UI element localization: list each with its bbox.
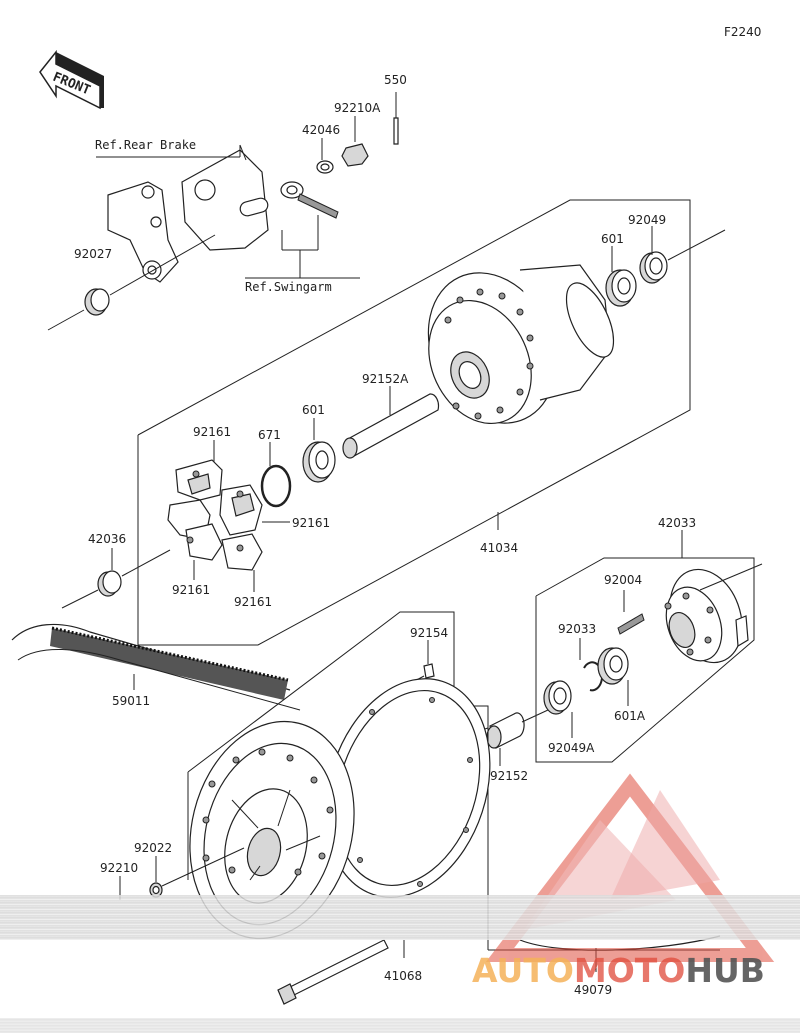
front-arrow-icon: FRONT <box>39 49 104 110</box>
pulley-plate <box>325 678 491 898</box>
part-label-92049: 92049 <box>628 213 666 227</box>
watermark-text: AUTOMOTOHUB <box>472 951 765 990</box>
rear-wheel <box>189 720 355 940</box>
part-label-92027: 92027 <box>74 247 112 261</box>
ref-bracket-lines <box>96 145 360 279</box>
part-label-92152A: 92152A <box>362 372 409 386</box>
part-label-42036: 42036 <box>88 532 126 546</box>
collar-92027 <box>47 234 216 331</box>
o-ring-671 <box>260 442 292 508</box>
spacer-92152A <box>342 386 440 459</box>
ref-rear-brake-label: Ref.Rear Brake <box>95 138 196 152</box>
watermark-part-auto: AUTO <box>472 951 574 990</box>
part-label-601A: 601A <box>614 709 646 723</box>
hub-panel <box>137 199 691 646</box>
scan-noise-band-bottom <box>0 1018 800 1033</box>
part-label-92210: 92210 <box>100 861 138 875</box>
seal-92049 <box>611 226 726 284</box>
part-label-671: 671 <box>258 428 281 442</box>
part-label-92022: 92022 <box>134 841 172 855</box>
adjuster-bolt-42046 <box>280 92 399 219</box>
sprocket-hub-panel <box>535 530 755 763</box>
part-label-92033: 92033 <box>558 622 596 636</box>
part-label-550: 550 <box>384 73 407 87</box>
seal-92049A <box>543 680 573 738</box>
part-label-92210A: 92210A <box>334 101 381 115</box>
scan-noise-band <box>0 895 800 940</box>
part-label-92049A: 92049A <box>548 741 595 755</box>
bearing-601-upper <box>605 269 637 307</box>
part-label-41034: 41034 <box>480 541 518 555</box>
dampers-92161 <box>167 440 290 592</box>
part-label-92004: 92004 <box>604 573 642 587</box>
part-label-601-upper: 601 <box>601 232 624 246</box>
part-label-59011: 59011 <box>112 694 150 708</box>
watermark-part-hub: HUB <box>685 951 765 990</box>
part-label-41068: 41068 <box>384 969 422 983</box>
torque-link-assembly <box>107 144 269 283</box>
drive-belt-59011 <box>11 623 301 711</box>
rear-hub-41034 <box>427 264 615 425</box>
part-label-92152: 92152 <box>490 769 528 783</box>
stud-92004 <box>617 590 645 635</box>
bearing-601-middle <box>302 418 336 483</box>
part-label-92154: 92154 <box>410 626 448 640</box>
axle-41068 <box>277 939 405 1005</box>
part-label-42033: 42033 <box>658 516 696 530</box>
watermark-part-moto: MOTO <box>573 951 686 990</box>
part-label-92161-d: 92161 <box>234 595 272 609</box>
bearing-601A <box>597 647 629 706</box>
collar-42036 <box>61 548 171 609</box>
part-label-92161-c: 92161 <box>172 583 210 597</box>
part-label-42046: 42046 <box>302 123 340 137</box>
spacer-92152 <box>447 709 549 766</box>
ref-swingarm-label: Ref.Swingarm <box>245 280 332 294</box>
part-label-601-middle: 601 <box>302 403 325 417</box>
part-label-49079: 49079 <box>574 983 612 997</box>
part-label-92161-b: 92161 <box>292 516 330 530</box>
nut-92022 <box>119 847 245 900</box>
part-label-92161-a: 92161 <box>193 425 231 439</box>
figure-code: F2240 <box>724 25 761 39</box>
sprocket-hub-42033 <box>664 563 763 664</box>
